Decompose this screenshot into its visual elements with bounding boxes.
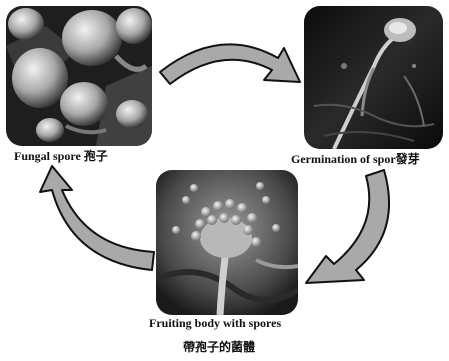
fungal-spore-image: [6, 6, 152, 146]
caption-germination: Germination of spor發芽: [291, 153, 420, 165]
fruiting-body-image: [156, 170, 298, 315]
arrow-germination-to-fruiting: [306, 170, 389, 283]
arrow-spore-to-germination: [160, 44, 300, 84]
germination-image: [304, 6, 443, 149]
caption-fruiting-body: Fruiting body with spores: [149, 317, 281, 329]
caption-fruiting-body-chinese: 帶孢子的菌體: [183, 341, 255, 353]
arrow-fruiting-to-spore: [40, 166, 154, 270]
caption-fungal-spore: Fungal spore 孢子: [14, 150, 108, 162]
